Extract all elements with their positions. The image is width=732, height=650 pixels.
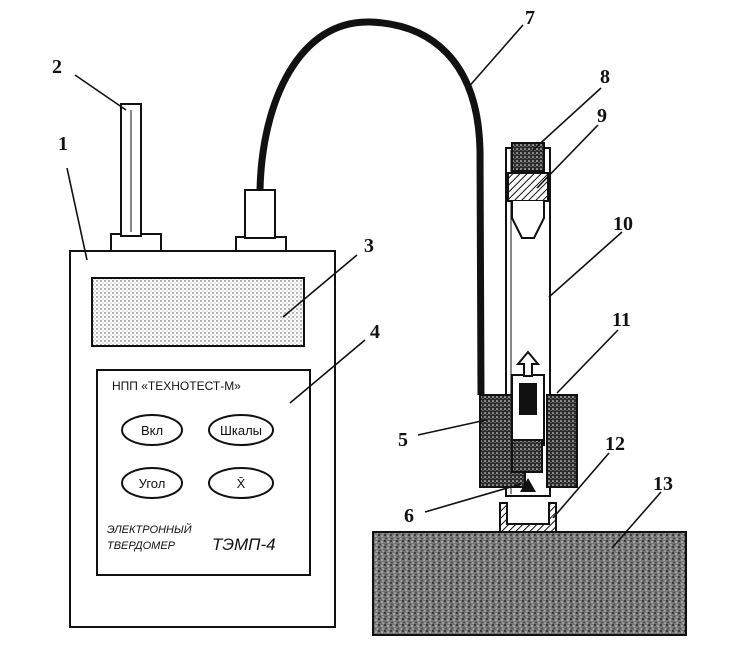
mean-button[interactable]: X̄ (208, 467, 274, 499)
coil-right (546, 394, 578, 488)
label-10: 10 (613, 213, 633, 235)
label-13: 13 (653, 473, 673, 495)
label-8: 8 (600, 66, 610, 88)
device-brand: НПП «ТЕХНОТЕСТ-М» (112, 379, 241, 393)
svg-text:Шкалы: Шкалы (220, 423, 262, 438)
label-9: 9 (597, 105, 607, 127)
device-type-line1: ЭЛЕКТРОННЫЙ (107, 523, 192, 536)
device-model: ТЭМП-4 (212, 535, 276, 554)
magnet-assembly (511, 350, 545, 492)
svg-text:Угол: Угол (139, 476, 166, 491)
svg-text:Вкл: Вкл (141, 423, 163, 438)
scales-button[interactable]: Шкалы (208, 414, 274, 446)
test-specimen (372, 531, 687, 636)
power-button[interactable]: Вкл (121, 414, 183, 446)
device-type-line2: ТВЕРДОМЕР (107, 540, 176, 552)
cable-connector (235, 189, 287, 252)
top-cap (511, 142, 545, 172)
label-5: 5 (398, 429, 408, 451)
indenter-cone (511, 201, 545, 239)
svg-text:X̄: X̄ (237, 476, 246, 491)
support-ring (499, 502, 557, 533)
label-7: 7 (525, 7, 535, 29)
display-screen (91, 277, 305, 347)
label-12: 12 (605, 433, 625, 455)
label-1: 1 (58, 133, 68, 155)
label-2: 2 (52, 56, 62, 78)
angle-button[interactable]: Угол (121, 467, 183, 499)
impact-body (507, 172, 549, 202)
cable (256, 18, 485, 396)
leader-lines (66, 24, 662, 549)
label-3: 3 (364, 235, 374, 257)
antenna (110, 103, 162, 252)
label-11: 11 (612, 309, 631, 331)
label-4: 4 (370, 321, 380, 343)
label-6: 6 (404, 505, 414, 527)
